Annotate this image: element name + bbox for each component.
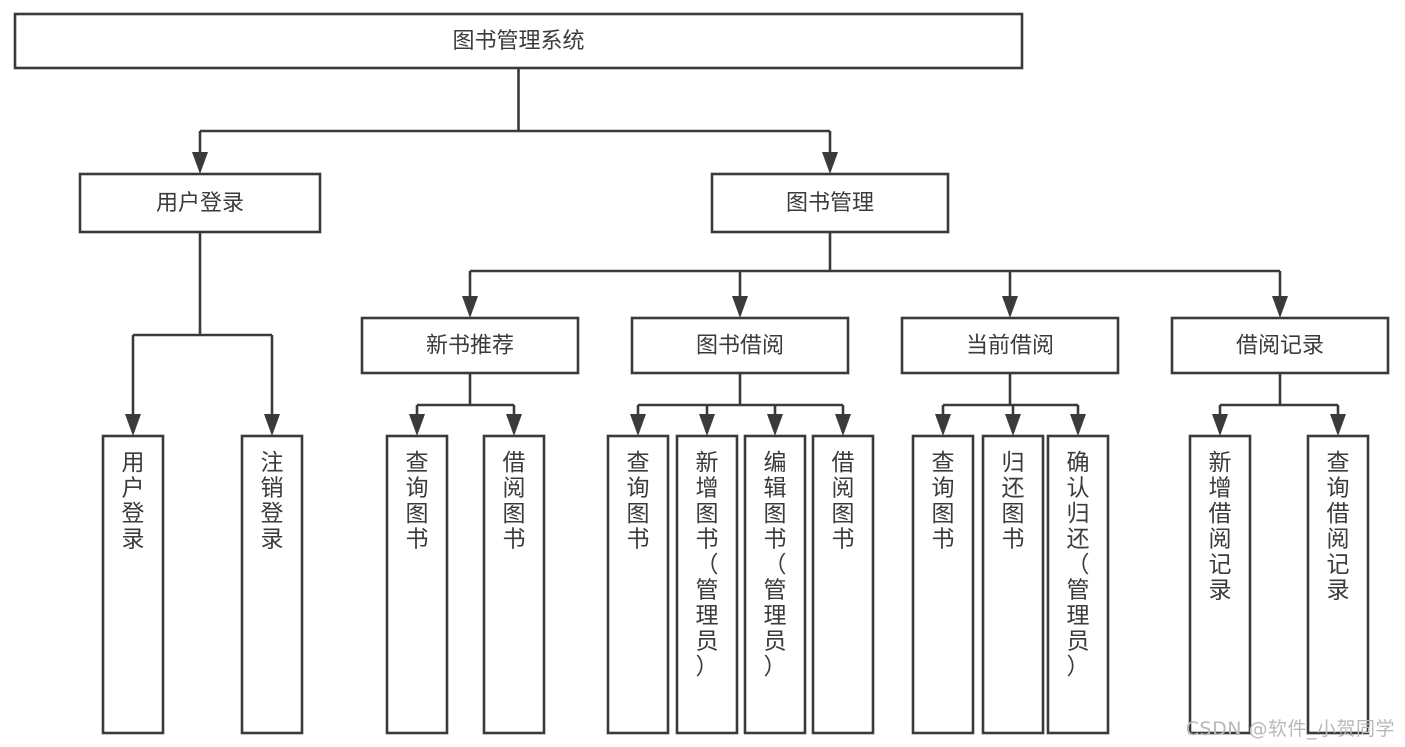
node-box-leaf-return-book[interactable]	[981, 434, 1045, 735]
node-label-leaf-user-login: 用户登录	[122, 450, 145, 553]
node-box-book-manage[interactable]	[710, 172, 950, 234]
arrow-head-icon	[1212, 414, 1228, 436]
node-book-manage[interactable]: 图书管理	[710, 172, 950, 234]
arrow-head-icon	[1330, 414, 1346, 436]
node-label-leaf-query-book-3: 查询图书	[932, 450, 955, 553]
node-leaf-query-book-3[interactable]: 查询图书	[911, 434, 975, 735]
node-label-book-manage: 图书管理	[786, 191, 874, 216]
node-box-leaf-borrow-book-2[interactable]	[811, 434, 875, 735]
connector-group-current-borrow	[935, 373, 1086, 436]
node-label-leaf-borrow-book-2: 借阅图书	[832, 450, 855, 553]
arrow-head-icon	[506, 414, 522, 436]
node-leaf-return-book[interactable]: 归还图书	[981, 434, 1045, 735]
node-box-leaf-query-borrow-record[interactable]	[1306, 434, 1370, 735]
node-label-user-login: 用户登录	[156, 191, 244, 216]
node-box-book-borrow[interactable]	[630, 316, 850, 375]
node-box-leaf-add-book[interactable]	[675, 434, 739, 735]
node-leaf-query-borrow-record[interactable]: 查询借阅记录	[1306, 434, 1370, 735]
node-box-borrow-record[interactable]	[1170, 316, 1390, 375]
node-box-leaf-query-book-1[interactable]	[385, 434, 449, 735]
node-leaf-borrow-book-2[interactable]: 借阅图书	[811, 434, 875, 735]
node-label-leaf-confirm-return: 确认归还（管理员）	[1067, 450, 1090, 680]
node-label-leaf-add-borrow-record: 新增借阅记录	[1209, 450, 1232, 604]
connector-group-book-manage	[462, 232, 1288, 318]
node-box-user-login[interactable]	[78, 172, 322, 234]
arrow-head-icon	[125, 414, 141, 436]
arrow-head-icon	[822, 152, 838, 174]
arrow-head-icon	[1272, 296, 1288, 318]
watermark-label: CSDN @软件_小贺同学	[1185, 718, 1395, 740]
node-leaf-query-book-1[interactable]: 查询图书	[385, 434, 449, 735]
node-label-root: 图书管理系统	[452, 29, 584, 54]
arrow-head-icon	[732, 296, 748, 318]
node-box-new-book-recommend[interactable]	[360, 316, 580, 375]
node-box-leaf-add-borrow-record[interactable]	[1188, 434, 1252, 735]
node-box-current-borrow[interactable]	[900, 316, 1120, 375]
node-current-borrow[interactable]: 当前借阅	[900, 316, 1120, 375]
node-label-leaf-query-borrow-record: 查询借阅记录	[1327, 450, 1350, 604]
node-book-borrow[interactable]: 图书借阅	[630, 316, 850, 375]
node-leaf-add-borrow-record[interactable]: 新增借阅记录	[1188, 434, 1252, 735]
node-leaf-user-login[interactable]: 用户登录	[101, 434, 165, 735]
arrow-head-icon	[835, 414, 851, 436]
node-box-leaf-query-book-3[interactable]	[911, 434, 975, 735]
arrow-head-icon	[1005, 414, 1021, 436]
node-box-leaf-logout-login[interactable]	[240, 434, 304, 735]
node-box-root[interactable]	[13, 12, 1024, 70]
arrow-head-icon	[630, 414, 646, 436]
connector-group-book-borrow	[630, 373, 851, 436]
node-label-leaf-query-book-2: 查询图书	[627, 450, 650, 553]
node-leaf-confirm-return[interactable]: 确认归还（管理员）	[1046, 434, 1110, 735]
node-leaf-edit-book[interactable]: 编辑图书（管理员）	[743, 434, 807, 735]
node-box-leaf-borrow-book-1[interactable]	[482, 434, 546, 735]
arrow-head-icon	[409, 414, 425, 436]
node-borrow-record[interactable]: 借阅记录	[1170, 316, 1390, 375]
arrow-head-icon	[1002, 296, 1018, 318]
node-label-new-book-recommend: 新书推荐	[426, 334, 514, 359]
arrow-head-icon	[1070, 414, 1086, 436]
node-label-leaf-logout-login: 注销登录	[261, 450, 284, 553]
node-label-book-borrow: 图书借阅	[696, 334, 784, 359]
arrow-head-icon	[935, 414, 951, 436]
arrow-head-icon	[462, 296, 478, 318]
node-label-current-borrow: 当前借阅	[966, 334, 1054, 359]
arrow-head-icon	[192, 152, 208, 174]
arrow-head-icon	[264, 414, 280, 436]
node-root[interactable]: 图书管理系统	[13, 12, 1024, 70]
connector-group-user-login	[125, 232, 280, 436]
node-layer: 图书管理系统用户登录图书管理新书推荐图书借阅当前借阅借阅记录用户登录注销登录查询…	[13, 12, 1390, 735]
node-box-leaf-edit-book[interactable]	[743, 434, 807, 735]
node-label-leaf-edit-book: 编辑图书（管理员）	[764, 450, 787, 680]
node-box-leaf-query-book-2[interactable]	[606, 434, 670, 735]
node-leaf-query-book-2[interactable]: 查询图书	[606, 434, 670, 735]
node-box-leaf-user-login[interactable]	[101, 434, 165, 735]
node-user-login[interactable]: 用户登录	[78, 172, 322, 234]
node-label-leaf-borrow-book-1: 借阅图书	[503, 450, 526, 553]
connector-group-borrow-record	[1212, 373, 1346, 436]
node-label-leaf-return-book: 归还图书	[1002, 450, 1025, 553]
node-label-leaf-add-book: 新增图书（管理员）	[696, 450, 719, 680]
node-box-leaf-confirm-return[interactable]	[1046, 434, 1110, 735]
node-leaf-add-book[interactable]: 新增图书（管理员）	[675, 434, 739, 735]
connector-layer	[125, 68, 1346, 436]
arrow-head-icon	[699, 414, 715, 436]
node-new-book-recommend[interactable]: 新书推荐	[360, 316, 580, 375]
node-leaf-logout-login[interactable]: 注销登录	[240, 434, 304, 735]
connector-group-root	[192, 68, 838, 174]
node-label-leaf-query-book-1: 查询图书	[406, 450, 429, 553]
connector-group-new-book-recommend	[409, 373, 522, 436]
arrow-head-icon	[767, 414, 783, 436]
node-leaf-borrow-book-1[interactable]: 借阅图书	[482, 434, 546, 735]
node-label-borrow-record: 借阅记录	[1236, 334, 1324, 359]
